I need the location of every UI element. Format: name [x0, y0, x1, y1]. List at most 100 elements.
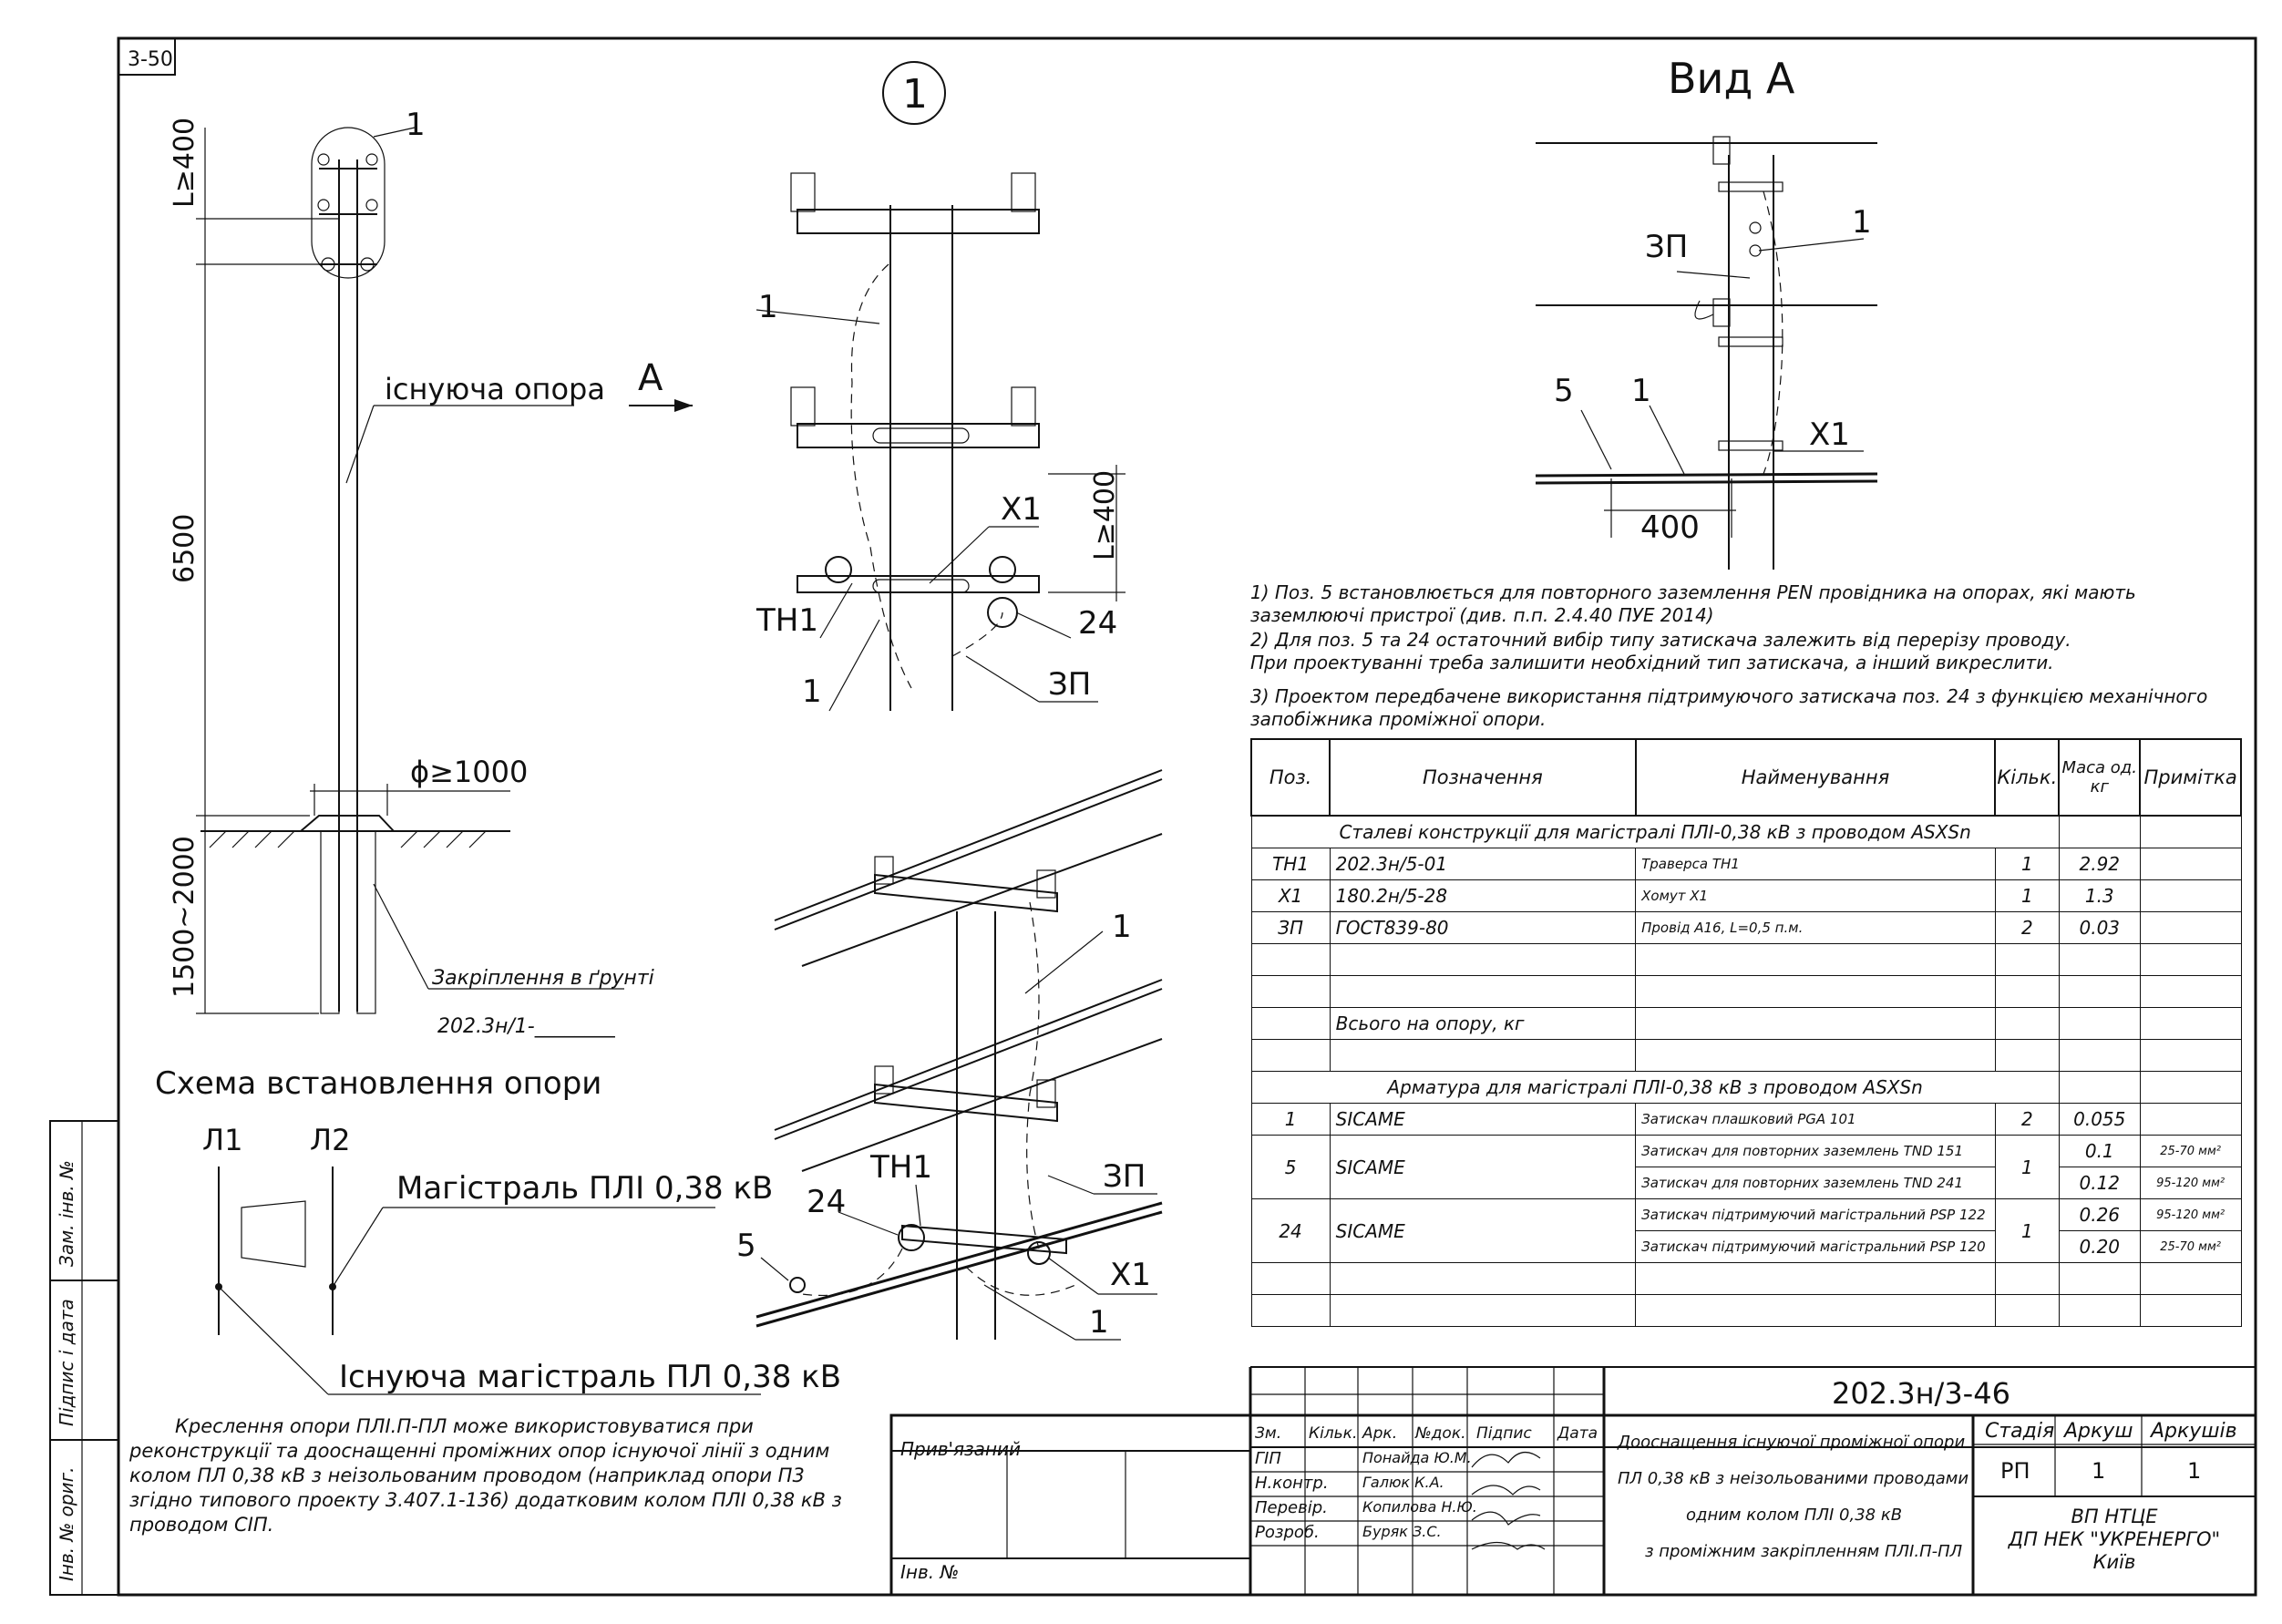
bottom-note-5: проводом СІП.: [129, 1514, 274, 1536]
view-a-dim-400: 400: [1640, 509, 1700, 546]
side-inv-orig: Інв. № ориг.: [56, 1467, 77, 1581]
cell-mass: 0.03: [2058, 911, 2141, 944]
th-note: Примітка: [2139, 738, 2242, 817]
tb-col-date: Дата: [1557, 1424, 1598, 1443]
tb-sheets: 1: [2187, 1458, 2202, 1484]
tb-name-rozrob: Буряк З.С.: [1362, 1523, 1442, 1540]
note-3a: 3) Проектом передбачене використання під…: [1250, 685, 2208, 707]
pole-dim-ground: 1500~2000: [169, 836, 200, 998]
bottom-note-3: колом ПЛ 0,38 кВ з неізольованим проводо…: [129, 1465, 805, 1486]
pole-elevation-view: 1 L≥400 6500 1500~2000 ϕ≥1000 існуюча: [155, 107, 841, 1395]
cell-mass: 0.26: [2058, 1198, 2141, 1231]
tb-sheet: 1: [2092, 1458, 2106, 1484]
cell-code: 202.3н/5-01: [1329, 848, 1637, 880]
note-1a: 1) Поз. 5 встановлюється для повторного …: [1250, 581, 2136, 603]
cell-qty: 2: [1994, 911, 2060, 944]
tb-doc-code: 202.3н/3-46: [1832, 1376, 2010, 1411]
cell-name: Затискач для повторних заземлень TND 241: [1635, 1167, 1996, 1199]
side-zam-inv: Зам. інв. №: [56, 1160, 77, 1267]
center-ref-1: 1: [758, 289, 778, 325]
fix-code: 202.3н/1-________: [437, 1015, 616, 1038]
view-a-ref-1: 1: [1852, 204, 1872, 241]
tb-col-kilk: Кільк.: [1309, 1424, 1358, 1443]
cell-name: Затискач плашковий PGA 101: [1635, 1103, 1996, 1136]
view-a-x1: X1: [1809, 416, 1850, 453]
center-zp: ЗП: [1048, 666, 1091, 703]
tb-desc-1: Дооснащення існуючої проміжної опори: [1618, 1433, 1966, 1452]
scheme-l1: Л1: [202, 1123, 242, 1157]
iso-n24: 24: [807, 1184, 846, 1220]
tb-col-zm: Зм.: [1255, 1424, 1282, 1443]
iso-zp: ЗП: [1103, 1158, 1146, 1195]
bottom-note-1: Креслення опори ПЛІ.П-ПЛ може використов…: [175, 1415, 754, 1437]
th-code: Позначення: [1329, 738, 1637, 817]
view-a-ref-1b: 1: [1631, 373, 1651, 409]
th-qty: Кільк.: [1994, 738, 2061, 817]
cell-name: Затискач для повторних заземлень TND 151: [1635, 1135, 1996, 1167]
note-3b: запобіжника проміжної опори.: [1250, 708, 1547, 730]
cell-pos: ТН1: [1250, 848, 1331, 880]
pole-dim-top: L≥400: [169, 118, 200, 208]
pole-label-existing: існуюча опора: [385, 372, 605, 406]
tb-stage: РП: [2000, 1458, 2030, 1484]
cell-qty: 1: [1994, 879, 2060, 912]
cell-name: Затискач підтримуючий магістральний PSP …: [1635, 1230, 1996, 1263]
tb-col-ark: Арк.: [1362, 1424, 1398, 1443]
cell-pos: 24: [1250, 1198, 1331, 1263]
tb-privyaz: Прив'язаний: [900, 1438, 1022, 1460]
pole-ref-1: 1: [406, 107, 426, 143]
cell-code: 180.2н/5-28: [1329, 879, 1637, 912]
tb-org-3: Київ: [2092, 1551, 2136, 1573]
bottom-note-4: згідно типового проекту 3.407.1-136) дод…: [129, 1489, 842, 1511]
arrow-a-label: A: [638, 357, 663, 399]
section-fittings: Арматура для магістралі ПЛІ-0,38 кВ з пр…: [1250, 1071, 2060, 1104]
cell-pos: 5: [1250, 1135, 1331, 1199]
cell-code: SICAME: [1329, 1103, 1637, 1136]
pole-dim-height: 6500: [169, 514, 200, 583]
table-row: 5 SICAME Затискач для повторних заземлен…: [1250, 1135, 2242, 1199]
table-row: Затискач підтримуючий магістральний PSP …: [1251, 1230, 2242, 1263]
th-mass: Маса од. кг: [2058, 738, 2142, 817]
cell-qty: 1: [1994, 848, 2060, 880]
cell-name: Провід А16, L=0,5 п.м.: [1635, 911, 1996, 944]
note-2a: 2) Для поз. 5 та 24 остаточний вибір тип…: [1250, 629, 2071, 651]
tb-col-sign: Підпис: [1476, 1424, 1532, 1443]
th-name: Найменування: [1634, 738, 1997, 817]
cell-note: 95-120 мм²: [2139, 1167, 2242, 1199]
center-n24: 24: [1078, 605, 1117, 642]
tb-role-rozrob: Розроб.: [1255, 1523, 1320, 1542]
scheme-l2: Л2: [310, 1123, 350, 1157]
cell-pos: ЗП: [1250, 911, 1331, 944]
cell-note: 25-70 мм²: [2139, 1135, 2242, 1167]
center-ref-1b: 1: [802, 673, 822, 710]
table-row: X1 180.2н/5-28 Хомут X1 1 1.3: [1250, 879, 2242, 912]
tb-name-gip: Понайда Ю.М.: [1362, 1449, 1472, 1466]
tb-inv-no: Інв. №: [900, 1561, 960, 1583]
cell-mass: 2.92: [2058, 848, 2141, 880]
table-row: Затискач для повторних заземлень TND 241…: [1251, 1167, 2242, 1199]
bottom-note-2: реконструкції та дооснащенні проміжних о…: [129, 1440, 830, 1462]
pole-detail-view-1: 1 1 X1 L≥400 ТН1 24 1 ЗП: [756, 61, 1126, 712]
scheme-title: Схема встановлення опори: [155, 1065, 601, 1102]
tb-desc-3: одним колом ПЛІ 0,38 кВ: [1686, 1506, 1903, 1525]
tb-sheet-h: Аркуш: [2064, 1420, 2133, 1443]
view-a-zp: ЗП: [1645, 229, 1688, 265]
cell-mass: 0.1: [2058, 1135, 2141, 1167]
cell-note: 25-70 мм²: [2139, 1230, 2242, 1263]
cell-note: 95-120 мм²: [2139, 1198, 2242, 1231]
center-x1: X1: [1001, 491, 1042, 528]
cell-mass: 0.055: [2058, 1103, 2141, 1136]
total-label: Всього на опору, кг: [1329, 1007, 1637, 1040]
note-2b: При проектуванні треба залишити необхідн…: [1250, 652, 2054, 673]
side-sign-date: Підпис і дата: [56, 1299, 77, 1426]
view-1-label: 1: [902, 71, 928, 118]
tb-role-perevir: Перевір.: [1255, 1498, 1328, 1517]
cell-name: Траверса ТН1: [1635, 848, 1996, 880]
scheme-existing-line: Існуюча магістраль ПЛ 0,38 кВ: [339, 1359, 841, 1395]
tb-org-2: ДП НЕК "УКРЕНЕРГО": [2008, 1528, 2221, 1550]
tb-col-doc: №док.: [1415, 1424, 1466, 1443]
scheme-main-line: Магістраль ПЛІ 0,38 кВ: [396, 1170, 773, 1207]
specification-table: Поз. Позначення Найменування Кільк. Маса…: [1249, 738, 2242, 1327]
